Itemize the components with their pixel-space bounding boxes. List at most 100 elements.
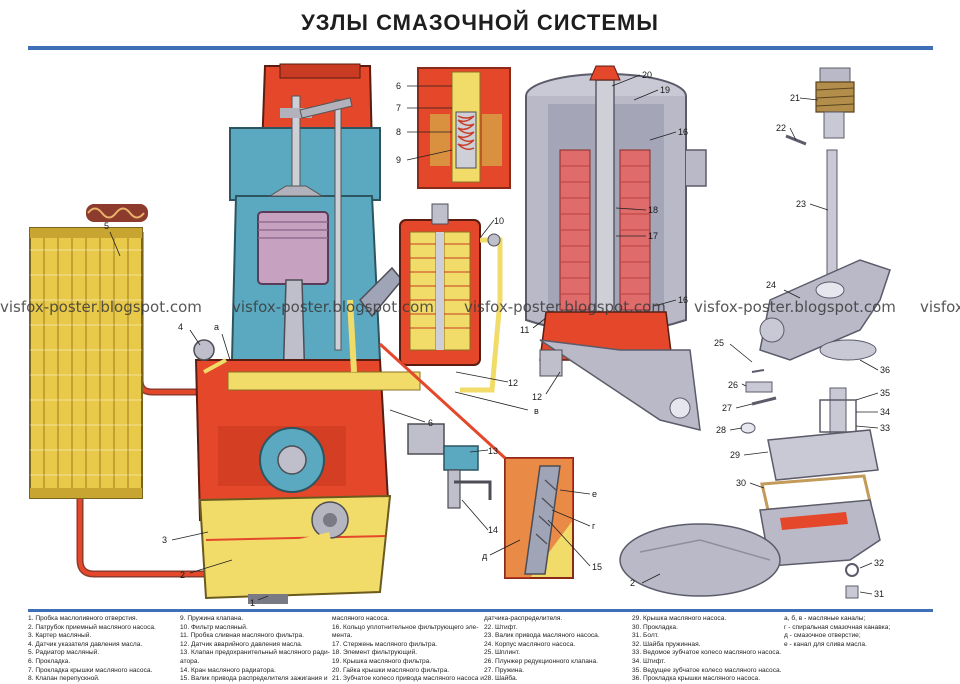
callout-26: 26 <box>728 380 738 390</box>
callout-24: 24 <box>766 280 776 290</box>
legend-item: 10. Фильтр масляный. <box>180 623 248 631</box>
legend-item: 34. Штифт. <box>632 657 666 665</box>
legend-item: мента. <box>332 632 353 640</box>
callout-g: г <box>592 521 596 531</box>
poster-title: УЗЛЫ СМАЗОЧНОЙ СИСТЕМЫ <box>301 10 659 35</box>
callout-4: 4 <box>178 322 183 332</box>
legend-item: 21. Зубчатое колесо привода масляного на… <box>332 675 484 683</box>
callout-14: 14 <box>488 525 498 535</box>
callout-16: 16 <box>678 127 688 137</box>
watermark-text-1: visfox-poster.blogspot.com <box>0 298 202 316</box>
callout-22: 22 <box>776 123 786 133</box>
legend-item: 15. Валик привода распределителя зажиган… <box>180 675 328 683</box>
callout-27: 27 <box>722 403 732 413</box>
callout-6-inset: 6 <box>396 81 401 91</box>
callout-e: е <box>592 489 597 499</box>
callout-3: 3 <box>162 535 167 545</box>
callout-8: 8 <box>396 127 401 137</box>
title-underline <box>28 46 933 50</box>
callout-28: 28 <box>716 425 726 435</box>
legend-item: атора. <box>180 657 200 665</box>
legend-item: 33. Ведомое зубчатое колесо масляного на… <box>632 649 782 657</box>
legend-item: 14. Кран масляного радиатора. <box>180 666 276 674</box>
legend-column-2: 9. Пружина клапана. 10. Фильтр масляный.… <box>180 615 330 684</box>
legend-item: 29. Крышка масляного насоса. <box>632 615 727 622</box>
legend-item: 12. Датчик аварийного давления масла. <box>180 640 303 648</box>
callout-32: 32 <box>874 558 884 568</box>
callout-35: 35 <box>880 388 890 398</box>
legend-item: 5. Радиатор масляный. <box>28 649 100 657</box>
callout-21: 21 <box>790 93 800 103</box>
legend-column-3: масляного насоса. 16. Кольцо уплотнитель… <box>332 615 484 684</box>
legend-item: 16. Кольцо уплотнительное фильтрующего э… <box>332 623 479 631</box>
legend-item: масляного насоса. <box>332 615 390 622</box>
legend-item: 27. Пружина. <box>484 666 524 674</box>
legend-column-5: 29. Крышка масляного насоса. 30. Проклад… <box>632 615 782 684</box>
callout-labels: 5 4 а 3 2 1 6 7 8 9 10 6 в 12 13 14 15 е… <box>104 70 890 608</box>
callout-5: 5 <box>104 221 109 231</box>
legend-item: 7. Прокладка крышки масляного насоса. <box>28 666 153 674</box>
callout-12b: 12 <box>532 392 542 402</box>
legend-item: 13. Клапан предохранительный масляного р… <box>180 649 330 657</box>
callout-19: 19 <box>660 85 670 95</box>
callout-1: 1 <box>250 598 255 608</box>
callout-15: 15 <box>592 562 602 572</box>
legend-item: 31. Болт. <box>632 632 659 640</box>
shaft-inset <box>378 342 574 579</box>
legend-item: е - канал для слива масла. <box>784 640 867 648</box>
legend-item: 17. Стержень масляного фильтра. <box>332 640 438 648</box>
callout-36: 36 <box>880 365 890 375</box>
legend-item: 1. Пробка маслоливного отверстия. <box>28 615 138 622</box>
callout-30: 30 <box>736 478 746 488</box>
legend-item: 28. Шайба. <box>484 675 518 683</box>
lubrication-diagram: 5 4 а 3 2 1 6 7 8 9 10 6 в 12 13 14 15 е… <box>0 63 960 608</box>
callout-2: 2 <box>180 570 185 580</box>
legend-item: а, б, в - масляные каналы; <box>784 615 866 622</box>
legend-item: 18. Элемент фильтрующий. <box>332 649 418 657</box>
callout-7: 7 <box>396 103 401 113</box>
callout-v: в <box>534 406 539 416</box>
callout-17: 17 <box>648 231 658 241</box>
legend-item: г - спиральная смазочная канавка; <box>784 623 891 631</box>
legend-item: 36. Прокладка крышки масляного насоса. <box>632 675 761 683</box>
callout-d: д <box>482 551 488 561</box>
callout-25: 25 <box>714 338 724 348</box>
legend-item: 6. Прокладка. <box>28 657 71 665</box>
watermark-text-4: visfox-poster.blogspot.com <box>694 298 896 316</box>
leader-lines <box>109 74 879 601</box>
callout-23: 23 <box>796 199 806 209</box>
watermark: visfox-poster.blogspot.com visfox-poster… <box>0 298 960 316</box>
legend-column-4: датчика-распределителя. 22. Штифт. 23. В… <box>484 615 600 684</box>
watermark-text-3: visfox-poster.blogspot.com <box>464 298 666 316</box>
watermark-text-2: visfox-poster.blogspot.com <box>232 298 434 316</box>
callout-11: 11 <box>520 325 529 335</box>
callout-2-pump: 2 <box>630 578 635 588</box>
small-oil-filter <box>399 203 503 393</box>
legend-item: 8. Клапан перепускной. <box>28 675 100 683</box>
callout-a: а <box>214 322 219 332</box>
legend-column-1: 1. Пробка маслоливного отверстия. 2. Пат… <box>28 615 156 684</box>
callout-9: 9 <box>396 155 401 165</box>
callout-6: 6 <box>428 418 433 428</box>
callout-12: 12 <box>508 378 518 388</box>
callout-10: 10 <box>494 216 504 226</box>
legend-item: д - смазочное отверстие; <box>784 632 861 640</box>
callout-16-lower: 16 <box>678 295 688 305</box>
legend-divider <box>28 609 933 612</box>
legend-item: 25. Шплинт. <box>484 649 520 657</box>
legend-item: 35. Ведущее зубчатое колесо масляного на… <box>632 666 782 674</box>
legend-item: 26. Плунжер редукционного клапана. <box>484 657 599 665</box>
legend: 1. Пробка маслоливного отверстия. 2. Пат… <box>28 615 938 684</box>
legend-item: 30. Прокладка. <box>632 623 678 631</box>
legend-column-6: а, б, в - масляные каналы; г - спиральна… <box>784 615 890 649</box>
oil-pump-exploded <box>619 67 891 599</box>
legend-item: 32. Шайба пружинная. <box>632 640 701 648</box>
large-oil-filter <box>525 65 707 431</box>
callout-20: 20 <box>642 70 652 80</box>
callout-31: 31 <box>874 589 884 599</box>
legend-item: 4. Датчик указателя давления масла. <box>28 640 143 648</box>
legend-item: 11. Пробка сливная масляного фильтра. <box>180 632 304 640</box>
oil-radiator <box>29 204 215 578</box>
callout-13: 13 <box>488 446 498 456</box>
legend-item: 19. Крышка масляного фильтра. <box>332 657 432 665</box>
